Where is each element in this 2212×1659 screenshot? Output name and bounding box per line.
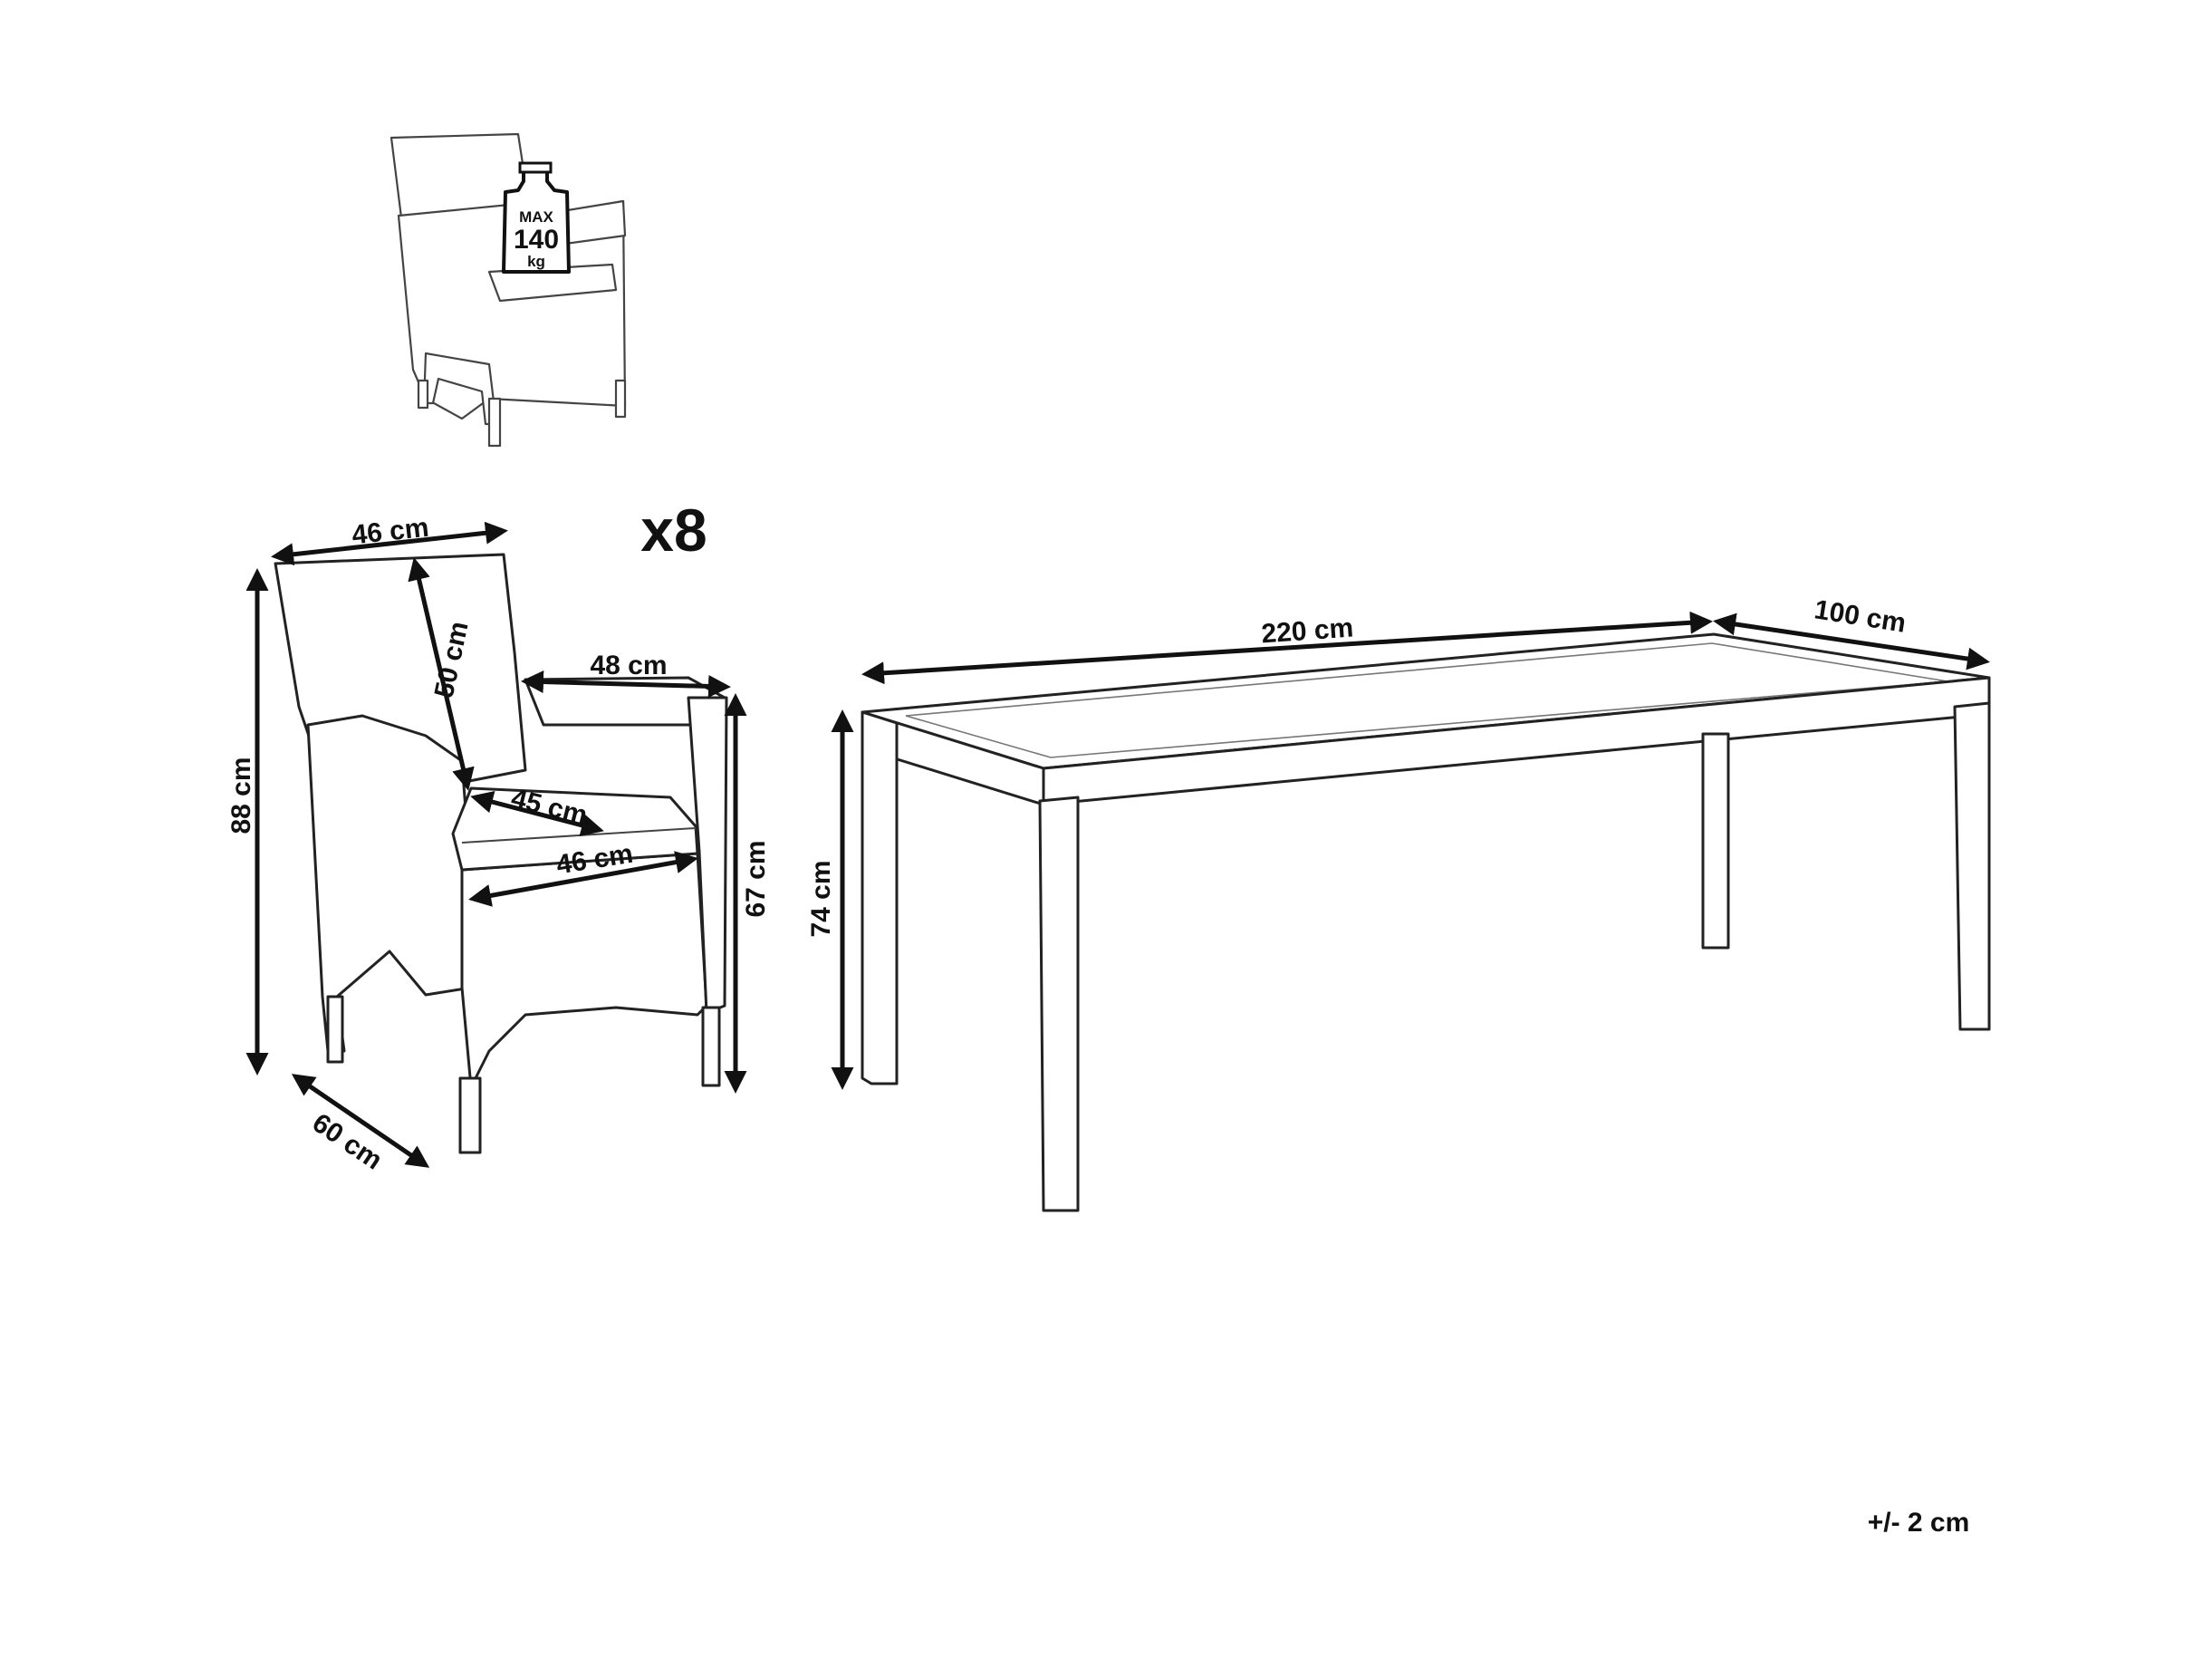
small-chair-illustration — [390, 132, 627, 448]
badge-max-label: MAX — [519, 208, 553, 226]
chair-total-height-label: 88 cm — [226, 757, 256, 834]
tolerance-note: +/- 2 cm — [1868, 1508, 1970, 1538]
table-length-label: 220 cm — [1260, 613, 1354, 650]
chair-illustration — [274, 553, 728, 1154]
badge-unit: kg — [527, 253, 545, 270]
badge-weight-value: 140 — [514, 225, 559, 255]
chair-arm-depth-label: 48 cm — [590, 651, 667, 680]
chair-dimension-arrows — [245, 521, 747, 1168]
weight-badge: MAX 140 kg — [502, 161, 571, 274]
chair-depth-label: 60 cm — [307, 1108, 388, 1176]
chair-width-label: 46 cm — [351, 513, 430, 551]
table-illustration — [861, 632, 1991, 1212]
table-height-label: 74 cm — [806, 860, 836, 937]
quantity-label: x8 — [640, 497, 707, 564]
table-dimension-arrows — [831, 611, 1990, 1090]
chair-arm-height-label: 67 cm — [741, 840, 771, 917]
weight-icon — [502, 166, 571, 274]
table-width-label: 100 cm — [1813, 594, 1909, 639]
